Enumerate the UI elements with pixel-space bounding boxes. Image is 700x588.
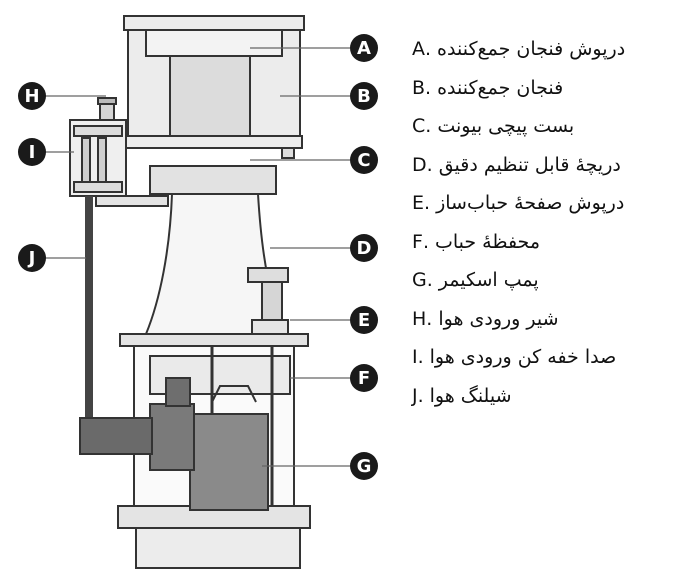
legend-label: پمپ اسکیمر bbox=[438, 269, 539, 292]
air-inlet-valve bbox=[99, 103, 115, 121]
legend-label: شیلنگ هوا bbox=[429, 384, 512, 407]
legend-item-i: I.صدا خفه کن ورودی هوا bbox=[412, 346, 617, 369]
skimmer-pump-volute bbox=[149, 403, 195, 471]
legend-item-c: C.بست پیچی بیونت bbox=[412, 115, 575, 138]
callout-badge-h: H bbox=[18, 82, 46, 110]
collection-cup-lid bbox=[123, 15, 305, 31]
legend-item-g: G.پمپ اسکیمر bbox=[412, 269, 539, 292]
skimmer-pump-motor bbox=[189, 413, 269, 511]
legend-label: صدا خفه کن ورودی هوا bbox=[429, 346, 617, 369]
air-hose bbox=[85, 196, 93, 418]
svg-text:F: F bbox=[358, 368, 370, 389]
svg-text:I: I bbox=[29, 142, 36, 163]
collection-cup-inner-top bbox=[145, 29, 283, 57]
legend-letter: D bbox=[412, 153, 427, 176]
legend-letter: A bbox=[412, 38, 425, 61]
bubble-plate-lid bbox=[119, 333, 309, 347]
legend-label: درپوش صفحهٔ حباب‌ساز bbox=[436, 192, 625, 215]
svg-text:B: B bbox=[357, 86, 371, 107]
svg-text:G: G bbox=[357, 456, 372, 477]
callout-badge-f: F bbox=[350, 364, 378, 392]
callout-badge-i: I bbox=[18, 138, 46, 166]
skimmer-pump-inlet bbox=[79, 417, 153, 455]
protein-skimmer-diagram: A B C D E F G H I J bbox=[18, 15, 378, 569]
parts-legend: A.درپوش فنجان جمع‌کننده B.فنجان جمع‌کنند… bbox=[412, 30, 694, 415]
legend-item-j: J.شیلنگ هوا bbox=[412, 384, 512, 407]
legend-item-b: B.فنجان جمع‌کننده bbox=[412, 76, 564, 99]
callout-badge-b: B bbox=[350, 82, 378, 110]
legend-item-f: F.محفظهٔ حباب bbox=[412, 230, 541, 253]
legend-label: فنجان جمع‌کننده bbox=[437, 76, 564, 99]
legend-label: بست پیچی بیونت bbox=[437, 115, 575, 138]
callout-badge-a: A bbox=[350, 34, 378, 62]
svg-text:C: C bbox=[357, 150, 370, 171]
collection-cup-neck bbox=[169, 55, 251, 139]
callout-badge-e: E bbox=[350, 306, 378, 334]
svg-text:J: J bbox=[27, 248, 36, 269]
collection-cup-base bbox=[125, 135, 303, 149]
legend-letter: C bbox=[412, 115, 426, 138]
callout-badge-g: G bbox=[350, 452, 378, 480]
legend-item-d: D.دریچهٔ قابل تنظیم دقیق bbox=[412, 153, 621, 176]
legend-letter: E bbox=[412, 192, 425, 215]
legend-letter: F bbox=[412, 230, 423, 253]
silencer-bracket bbox=[95, 195, 169, 207]
legend-letter: G bbox=[412, 269, 427, 292]
legend-letter: B bbox=[412, 76, 426, 99]
bayonet-clamp bbox=[149, 165, 277, 195]
svg-text:D: D bbox=[357, 238, 372, 259]
legend-letter: I bbox=[412, 346, 418, 369]
callout-badge-j: J bbox=[18, 244, 46, 272]
legend-label: شیر ورودی هوا bbox=[438, 307, 559, 330]
callout-badge-c: C bbox=[350, 146, 378, 174]
skimmer-base-foot bbox=[135, 527, 301, 569]
fine-adjust-valve-top bbox=[247, 267, 289, 283]
callout-badge-d: D bbox=[350, 234, 378, 262]
legend-item-e: E.درپوش صفحهٔ حباب‌ساز bbox=[412, 192, 625, 215]
legend-letter: H bbox=[412, 307, 427, 330]
legend-label: محفظهٔ حباب bbox=[434, 230, 541, 253]
svg-text:A: A bbox=[357, 38, 371, 59]
fine-adjust-valve-body bbox=[261, 281, 283, 323]
legend-letter: J bbox=[412, 384, 418, 407]
legend-label: درپوش فنجان جمع‌کننده bbox=[437, 38, 626, 61]
svg-text:H: H bbox=[24, 86, 39, 107]
legend-item-a: A.درپوش فنجان جمع‌کننده bbox=[412, 38, 626, 61]
legend-item-h: H.شیر ورودی هوا bbox=[412, 307, 559, 330]
svg-text:E: E bbox=[358, 310, 370, 331]
legend-label: دریچهٔ قابل تنظیم دقیق bbox=[438, 153, 621, 176]
